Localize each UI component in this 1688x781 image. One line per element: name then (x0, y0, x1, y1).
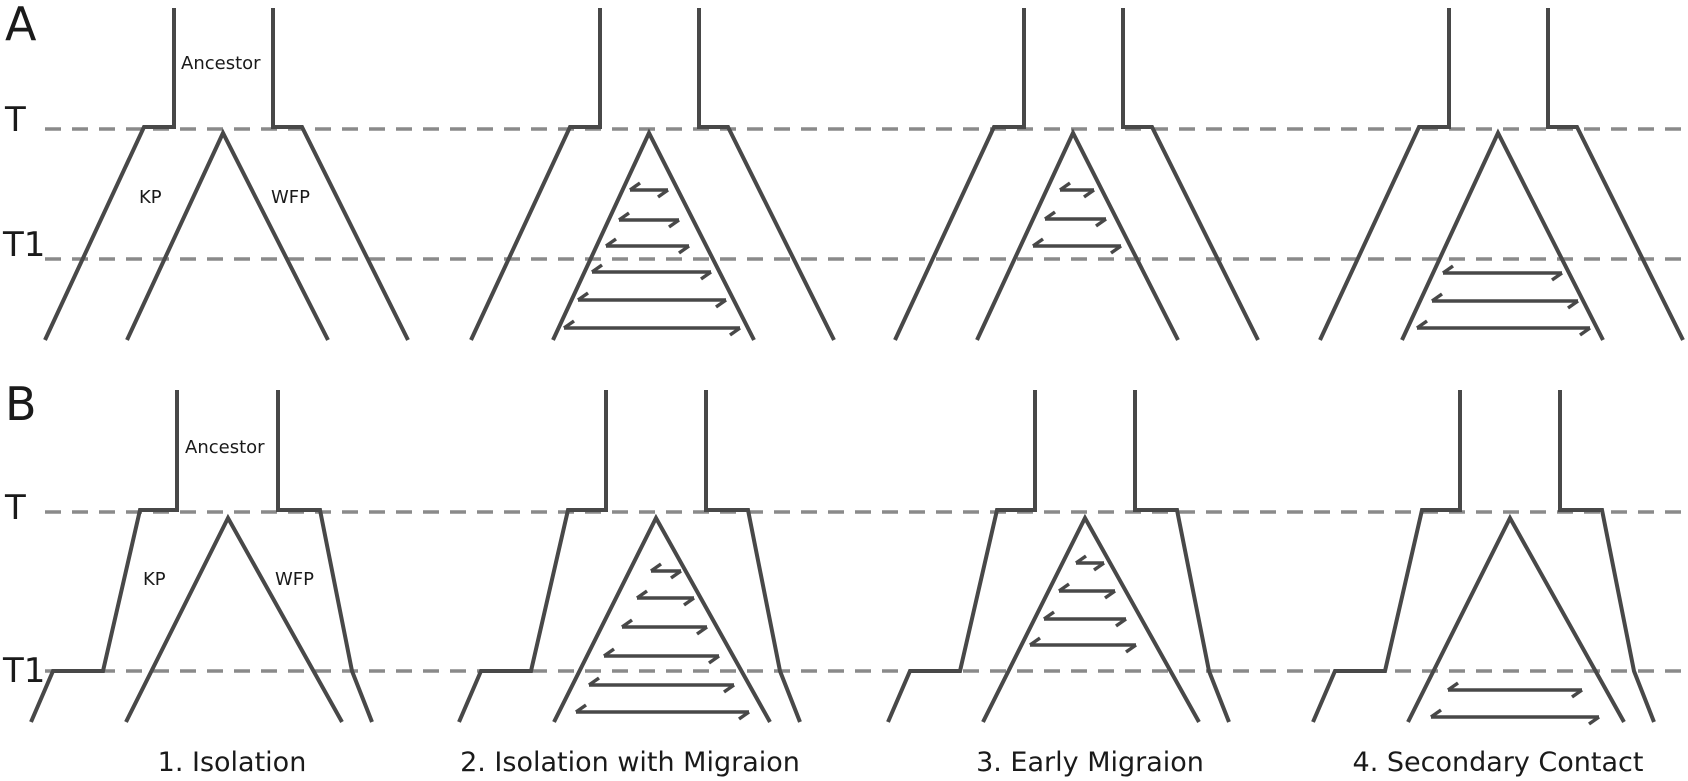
panel-b-time-t-label: T (4, 488, 26, 528)
panel-a-letter: A (5, 0, 37, 51)
panel-b-model-2-tree (457, 390, 802, 723)
model-4-title: 4. Secondary Contact (1353, 747, 1644, 778)
panel-b-time-t1-label: T1 (2, 651, 45, 691)
panel-b-model-4-tree (1311, 390, 1656, 723)
panel-a-model-4-tree (1318, 8, 1685, 341)
panel-a-model-4-migration-arrows (1415, 264, 1592, 337)
model-1-title: 1. Isolation (158, 747, 307, 778)
panel-b-model-4-migration-arrows (1429, 681, 1601, 726)
panel-a-model-2-migration-arrows (562, 181, 742, 337)
panel-a-model-1-tree (43, 8, 410, 341)
panel-a-wfp-label: WFP (271, 187, 310, 208)
panel-a-model-2-tree (469, 8, 836, 341)
panel-a-model-3-migration-arrows (1031, 181, 1123, 255)
panel-b-ancestor-label: Ancestor (185, 437, 265, 458)
model-3-title: 3. Early Migraion (976, 747, 1204, 778)
model-2-title: 2. Isolation with Migraion (460, 747, 800, 778)
panel-b-kp-label: KP (143, 569, 166, 590)
panel-a-time-t1-label: T1 (2, 225, 45, 265)
panel-a-model-3-tree (893, 8, 1260, 341)
panel-a-ancestor-label: Ancestor (181, 53, 261, 74)
panel-b-model-1-tree (29, 390, 374, 723)
panel-a-kp-label: KP (139, 187, 162, 208)
panel-a-time-t-label: T (4, 100, 26, 140)
panel-b-model-2-migration-arrows (574, 562, 751, 721)
panel-b-letter: B (5, 377, 37, 431)
panel-b-model-3-migration-arrows (1028, 554, 1138, 654)
panel-b-model-3-tree (886, 390, 1231, 723)
panel-b-wfp-label: WFP (275, 569, 314, 590)
